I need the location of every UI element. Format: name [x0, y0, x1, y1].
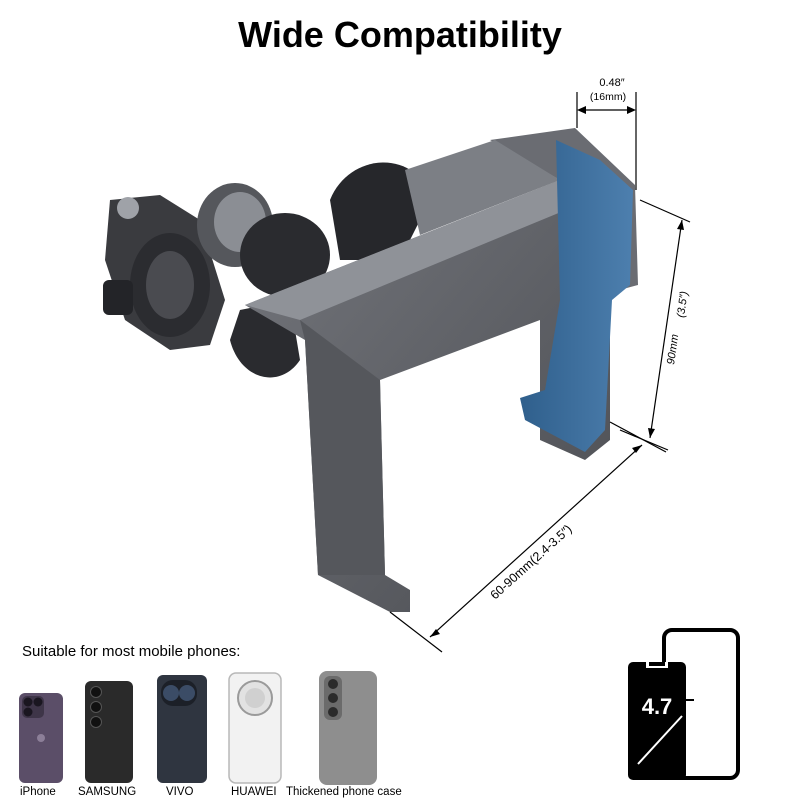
- thickness-mm-label: (16mm): [590, 91, 626, 103]
- phone-label-samsung: SAMSUNG: [78, 786, 137, 798]
- screen-size-icon: 4.7: [628, 628, 740, 780]
- ball-joint: [330, 162, 430, 260]
- width-range-label: 60-90mm(2.4-3.5″): [488, 522, 575, 602]
- handlebar-clamp: [103, 195, 225, 350]
- page-title: Wide Compatibility: [238, 14, 562, 55]
- thickness-inch-label: 0.48″: [599, 77, 624, 89]
- thickness-dimension: 0.48″ (16mm): [576, 77, 637, 190]
- grip-pad: [520, 140, 633, 452]
- vivo-phone-icon: [157, 675, 207, 783]
- height-mm-label: 90mm: [665, 333, 681, 365]
- apple-logo-icon: [37, 734, 45, 742]
- phone-label-iphone: iPhone: [20, 786, 56, 798]
- bolt-icon: [117, 197, 139, 219]
- thick-case-phone-icon: [319, 671, 377, 785]
- cradle-body: [245, 128, 638, 612]
- phone-label-vivo: VIVO: [166, 786, 194, 798]
- phone-label-huawei: HUAWEI: [231, 786, 277, 798]
- screen-size-value: 4.7: [642, 694, 673, 719]
- samsung-phone-icon: [85, 681, 133, 783]
- width-range-dimension: 60-90mm(2.4-3.5″): [389, 429, 669, 653]
- phone-label-thick-case: Thickened phone case: [286, 786, 402, 798]
- height-inch-label: (3.5″): [675, 290, 691, 318]
- compatibility-subtitle: Suitable for most mobile phones:: [22, 643, 241, 660]
- iphone-icon: [19, 693, 63, 783]
- adjust-knob: [197, 183, 330, 297]
- huawei-phone-icon: [228, 672, 282, 784]
